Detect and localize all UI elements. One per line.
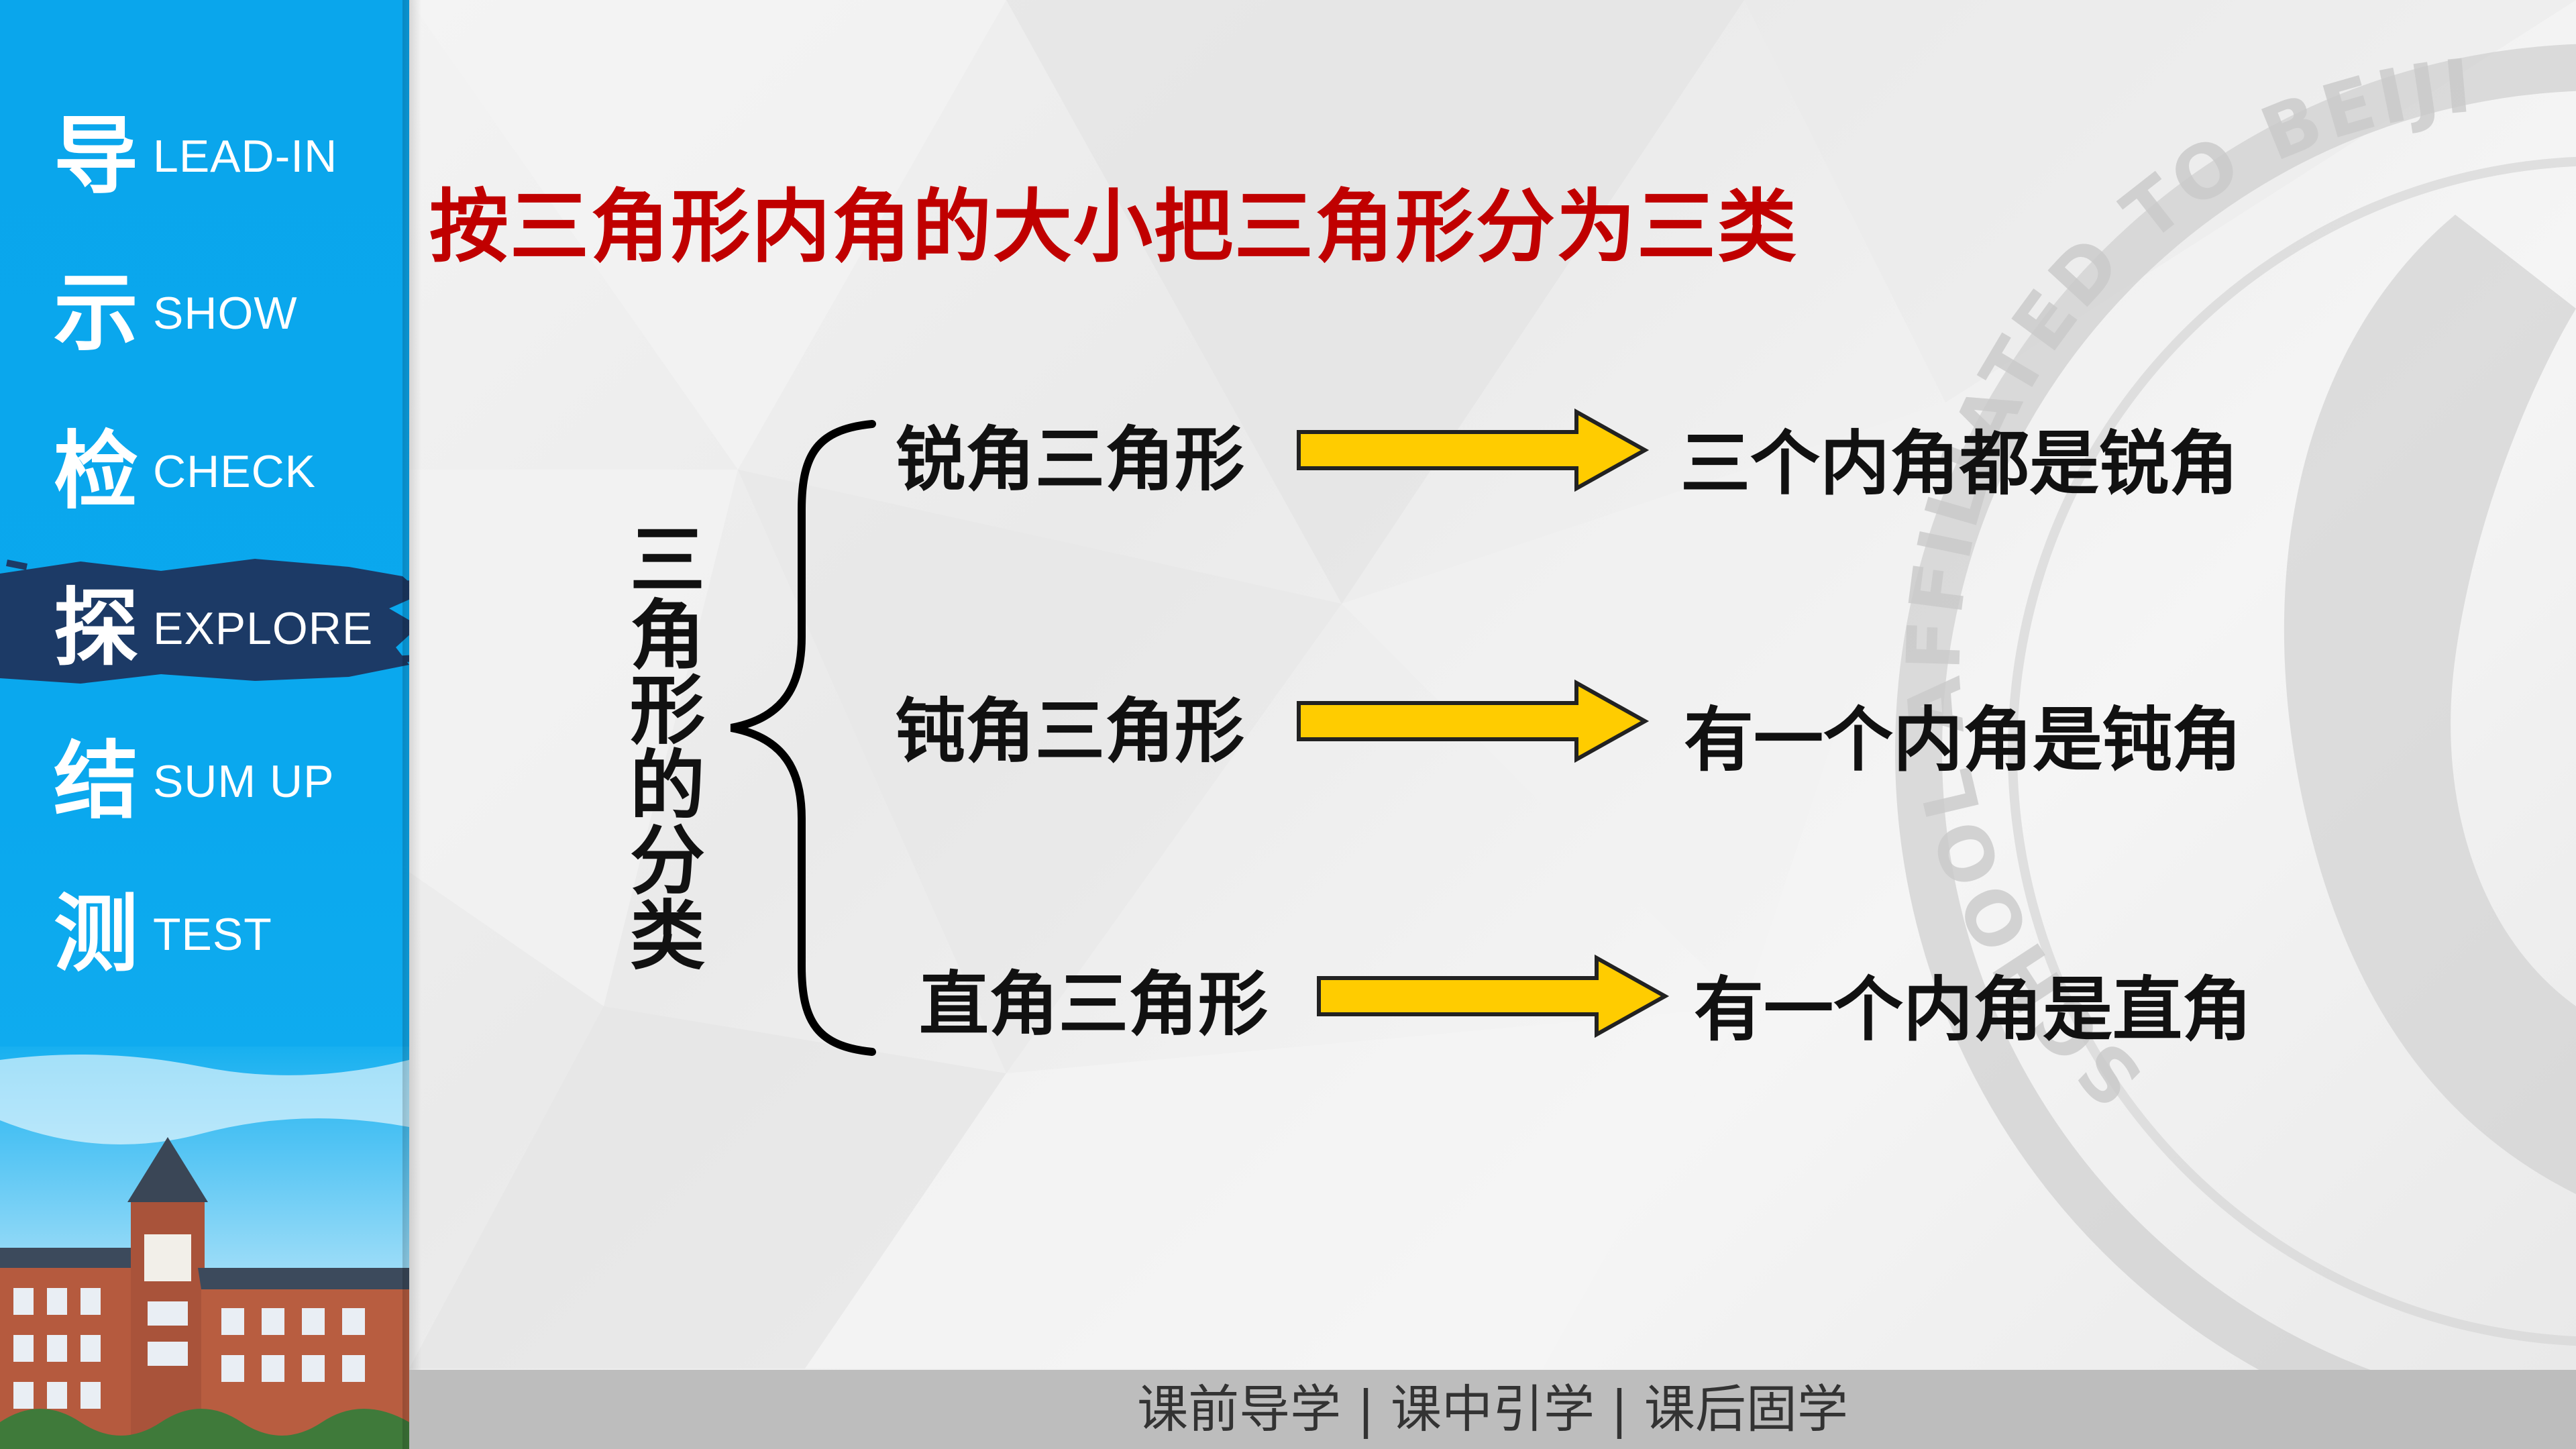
footer-bar: 课前导学 | 课中引学 | 课后固学 [409, 1370, 2576, 1449]
curly-brace [730, 420, 876, 1056]
nav-item-test[interactable]: 测 TEST [54, 884, 272, 985]
classification-char: 三 [630, 517, 705, 604]
nav-glyph: 检 [54, 422, 138, 521]
nav-label: LEAD-IN [153, 131, 338, 182]
nav-item-check[interactable]: 检 CHECK [54, 421, 316, 522]
nav-glyph: 探 [54, 579, 138, 678]
arrow-right-icon [1297, 679, 1650, 763]
nav-glyph: 导 [54, 107, 138, 205]
classification-char: 形 [630, 667, 705, 755]
nav-item-explore[interactable]: 探 EXPLORE [54, 578, 373, 679]
desc-acute: 三个内角都是锐角 [1680, 423, 2239, 504]
sidebar-shadow [402, 0, 421, 1449]
classification-label: 三 角 形 的 分 类 [624, 523, 711, 974]
footer-text: 课前导学 | 课中引学 | 课后固学 [1137, 1379, 1848, 1439]
desc-right: 有一个内角是直角 [1694, 969, 2253, 1051]
nav-item-show[interactable]: 示 SHOW [54, 263, 298, 364]
classification-char: 的 [630, 743, 705, 830]
nav-label: SHOW [153, 288, 298, 339]
nav-item-sum-up[interactable]: 结 SUM UP [54, 731, 334, 832]
slide-title: 按三角形内角的大小把三角形分为三类 [429, 180, 1799, 273]
classification-char: 类 [630, 893, 705, 980]
desc-obtuse: 有一个内角是钝角 [1684, 699, 2243, 781]
nav-label: TEST [153, 909, 272, 960]
sidebar: 导 LEAD-IN 示 SHOW 检 CHECK 探 EXPLORE 结 SUM… [0, 0, 409, 1449]
active-brush-highlight [0, 559, 409, 684]
type-obtuse: 钝角三角形 [896, 690, 1245, 772]
nav-label: SUM UP [153, 756, 335, 807]
nav-glyph: 测 [54, 885, 138, 983]
type-right: 直角三角形 [919, 963, 1269, 1045]
arrow-right-icon [1317, 954, 1670, 1038]
classification-char: 分 [630, 818, 705, 905]
arrow-right-icon [1297, 408, 1650, 492]
nav-glyph: 示 [54, 264, 138, 362]
nav-glyph: 结 [54, 732, 138, 830]
classification-char: 角 [630, 592, 705, 680]
school-building-image [0, 1046, 409, 1449]
nav-label: CHECK [153, 446, 317, 497]
nav-item-lead-in[interactable]: 导 LEAD-IN [54, 106, 337, 207]
school-seal-watermark: SCHOOL AFFILIATED TO BEIJI [1890, 43, 2576, 1449]
nav-label: EXPLORE [153, 603, 374, 654]
type-acute: 锐角三角形 [896, 419, 1245, 500]
